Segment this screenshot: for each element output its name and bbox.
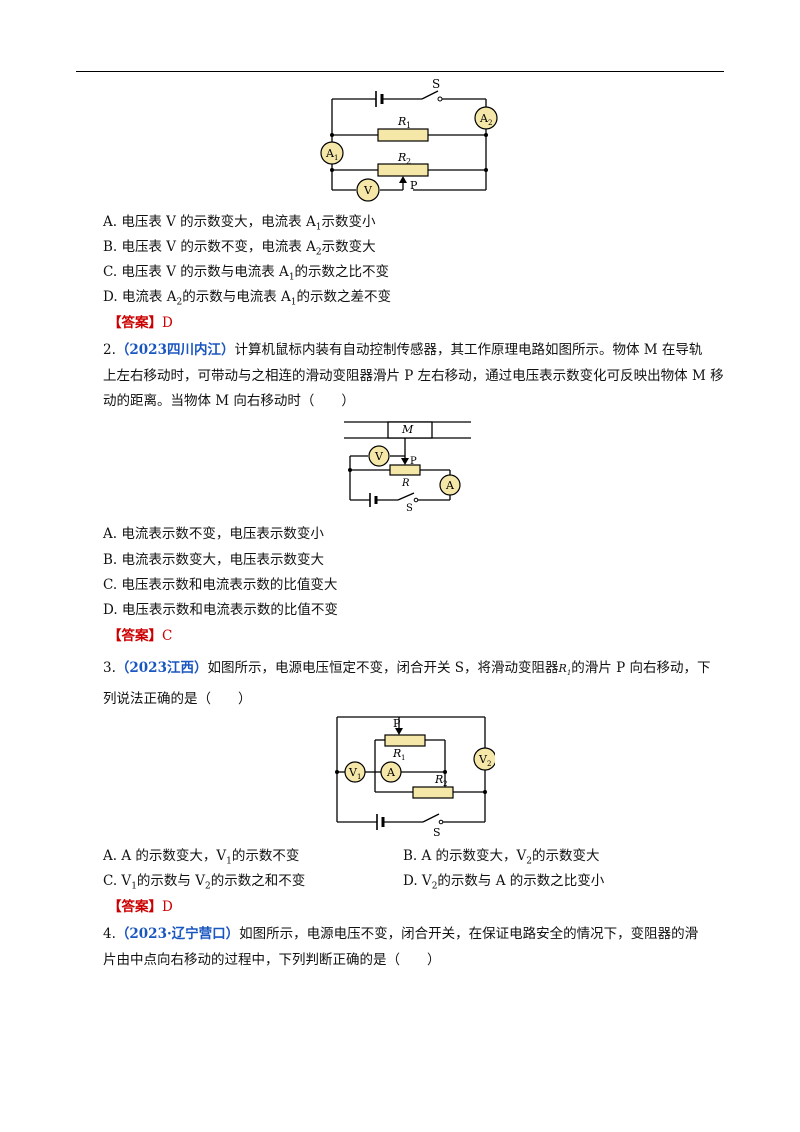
svg-text:1: 1: [357, 773, 361, 781]
svg-text:2: 2: [487, 760, 491, 768]
svg-text:2: 2: [406, 157, 411, 166]
svg-text:1: 1: [401, 754, 405, 762]
svg-text:2: 2: [443, 780, 447, 788]
r1-symbol: R1: [558, 662, 572, 678]
svg-text:V: V: [374, 450, 384, 463]
q3-option-b: B. A 的示数变大，V2的示数变大: [403, 848, 600, 867]
q2-option-a: A. 电流表示数不变，电压表示数变小: [103, 526, 324, 542]
q3-circuit-diagram: P R 1 R 2 A V 1 V 2 S: [325, 712, 495, 838]
svg-text:A: A: [325, 147, 335, 160]
q4-stem: 4.（2023·辽宁营口）如图所示，电源电压不变，闭合开关，在保证电路安全的情况…: [103, 926, 699, 968]
q1-circuit-diagram: S R 1 R 2 P A 1 A 2 V: [318, 78, 503, 203]
q2-answer: 【答案】C: [108, 628, 173, 644]
svg-text:2: 2: [488, 119, 492, 127]
q3-option-d: D. V2的示数与 A 的示数之比变小: [403, 873, 605, 892]
svg-text:S: S: [406, 503, 413, 514]
q1-option-b: B. 电压表 V 的示数不变，电流表 A2示数变大: [103, 239, 376, 258]
q3-answer: 【答案】D: [108, 899, 173, 915]
svg-text:R: R: [397, 151, 406, 164]
q2-source: （2023四川内江）: [115, 342, 235, 358]
svg-text:A: A: [479, 112, 489, 125]
svg-text:V: V: [478, 753, 488, 766]
q3-option-a: A. A 的示数变大，V1的示数不变: [103, 848, 300, 867]
q2-option-c: C. 电压表示数和电流表示数的比值变大: [103, 577, 338, 593]
q1-option-a: A. 电压表 V 的示数变大，电流表 A1示数变小: [103, 214, 376, 233]
q1-answer: 【答案】D: [108, 315, 173, 331]
q2-circuit-diagram: M V P R A S: [340, 418, 475, 514]
q1-switch-label: S: [432, 78, 440, 91]
q3-stem: 3.（2023江西）如图所示，电源电压恒定不变，闭合开关 S，将滑动变阻器R1的…: [103, 660, 711, 707]
q1-option-d: D. 电流表 A2的示数与电流表 A1的示数之差不变: [103, 289, 391, 308]
svg-text:P: P: [393, 717, 401, 730]
svg-text:R: R: [434, 773, 443, 786]
svg-text:S: S: [433, 826, 441, 838]
svg-text:R: R: [392, 747, 401, 760]
svg-text:P: P: [410, 456, 417, 467]
svg-text:R: R: [397, 115, 406, 128]
q2-object-m: M: [401, 423, 414, 436]
svg-text:R: R: [401, 478, 410, 489]
header-rule: [76, 71, 724, 72]
svg-text:1: 1: [334, 154, 338, 162]
svg-text:P: P: [410, 179, 418, 192]
q4-source: （2023·辽宁营口）: [115, 926, 240, 942]
q1-option-c: C. 电压表 V 的示数与电流表 A1的示数之比不变: [103, 264, 390, 283]
svg-text:A: A: [445, 479, 455, 492]
q2-stem: 2.（2023四川内江）计算机鼠标内装有自动控制传感器，其工作原理电路如图所示。…: [103, 342, 724, 409]
q3-option-c: C. V1的示数与 V2的示数之和不变: [103, 873, 306, 892]
q2-option-d: D. 电压表示数和电流表示数的比值不变: [103, 602, 338, 618]
svg-text:V: V: [348, 766, 358, 779]
svg-text:1: 1: [406, 121, 411, 130]
svg-text:V: V: [363, 184, 373, 197]
svg-text:A: A: [386, 766, 396, 779]
q2-option-b: B. 电流表示数变大，电压表示数变大: [103, 552, 325, 568]
q3-source: （2023江西）: [115, 660, 208, 676]
